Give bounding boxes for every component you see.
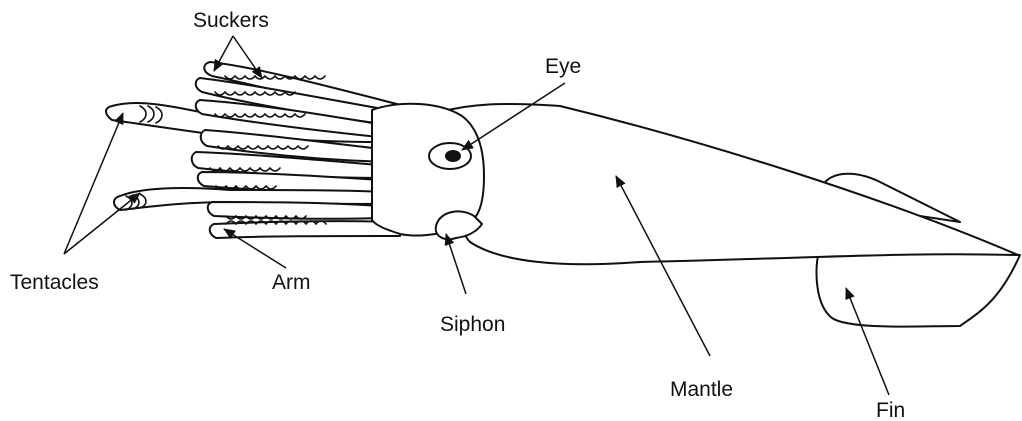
pointer-tentacles-1	[64, 113, 123, 254]
label-eye: Eye	[545, 55, 581, 78]
label-tentacles: Tentacles	[10, 271, 99, 294]
label-fin: Fin	[876, 399, 905, 421]
eye	[429, 143, 471, 169]
mantle	[440, 104, 1018, 264]
fin-lower	[805, 246, 1020, 327]
pointer-siphon	[446, 234, 466, 294]
label-suckers: Suckers	[193, 9, 269, 32]
label-mantle: Mantle	[670, 378, 733, 401]
label-arm: Arm	[272, 271, 311, 294]
pointer-tentacles-2	[64, 193, 140, 254]
label-siphon: Siphon	[440, 313, 505, 336]
